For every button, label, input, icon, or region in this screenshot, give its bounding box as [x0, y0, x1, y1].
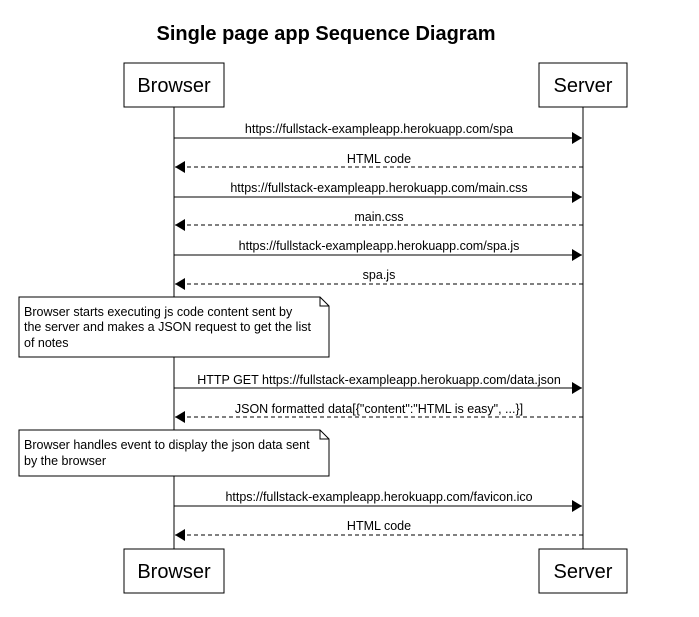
note-line: Browser handles event to display the jso…: [24, 438, 310, 452]
message-request-spa: https://fullstack-exampleapp.herokuapp.c…: [174, 122, 582, 144]
browser-actor-label: Browser: [137, 75, 211, 97]
message-response-html: HTML code: [175, 152, 583, 173]
message-response-html-favicon: HTML code: [175, 519, 583, 541]
diagram-title: Single page app Sequence Diagram: [157, 23, 496, 45]
message-label: spa.js: [363, 268, 396, 282]
server-actor-label: Server: [554, 561, 613, 583]
note-line: Browser starts executing js code content…: [24, 305, 293, 319]
message-label: https://fullstack-exampleapp.herokuapp.c…: [239, 239, 520, 253]
note-js-execution: Browser starts executing js code content…: [18, 296, 330, 358]
message-label: HTML code: [347, 519, 411, 533]
message-label: HTTP GET https://fullstack-exampleapp.he…: [197, 373, 561, 387]
message-request-main-css: https://fullstack-exampleapp.herokuapp.c…: [174, 181, 582, 203]
message-response-main-css: main.css: [175, 210, 583, 231]
browser-actor-top: Browser: [123, 62, 225, 108]
server-actor-label: Server: [554, 75, 613, 97]
message-label: JSON formatted data[{"content":"HTML is …: [235, 402, 523, 416]
note-line: of notes: [24, 336, 68, 350]
note-line: by the browser: [24, 454, 106, 468]
message-request-favicon: https://fullstack-exampleapp.herokuapp.c…: [174, 490, 582, 512]
message-label: HTML code: [347, 152, 411, 166]
browser-actor-bottom: Browser: [123, 548, 225, 594]
note-line: the server and makes a JSON request to g…: [24, 320, 311, 334]
server-actor-top: Server: [538, 62, 628, 108]
browser-actor-label: Browser: [137, 561, 211, 583]
message-label: main.css: [354, 210, 403, 224]
note-render-json: Browser handles event to display the jso…: [18, 429, 330, 477]
message-label: https://fullstack-exampleapp.herokuapp.c…: [230, 181, 527, 195]
message-request-spa-js: https://fullstack-exampleapp.herokuapp.c…: [174, 239, 582, 261]
message-label: https://fullstack-exampleapp.herokuapp.c…: [225, 490, 532, 504]
message-request-data-json: HTTP GET https://fullstack-exampleapp.he…: [174, 373, 582, 394]
message-label: https://fullstack-exampleapp.herokuapp.c…: [245, 122, 513, 136]
message-response-json-data: JSON formatted data[{"content":"HTML is …: [175, 402, 583, 423]
message-response-spa-js: spa.js: [175, 268, 583, 290]
server-actor-bottom: Server: [538, 548, 628, 594]
